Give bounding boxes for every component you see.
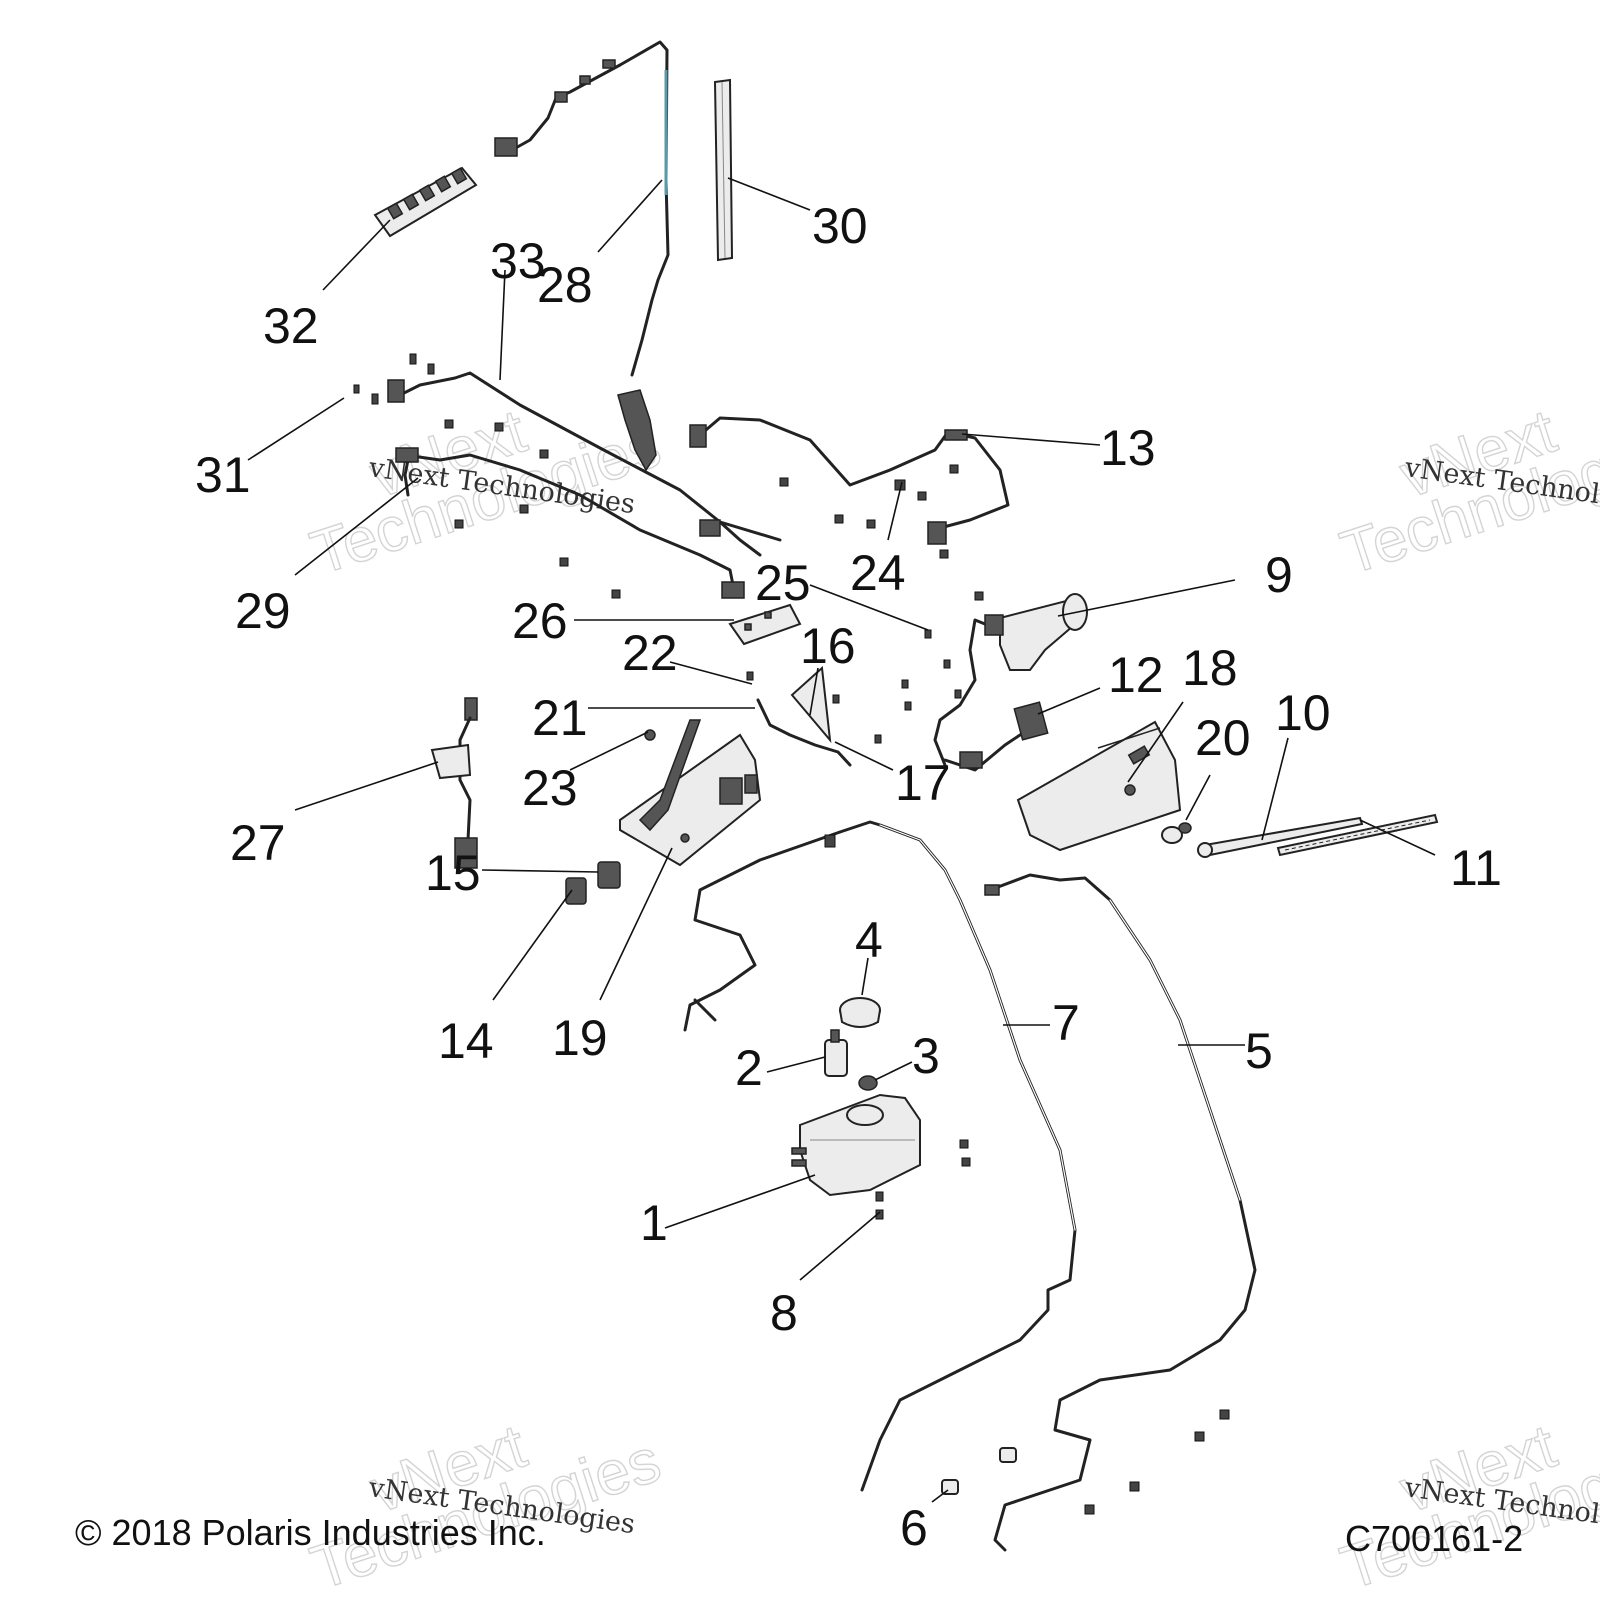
callout-6: 6 [900,1500,928,1556]
callout-31: 31 [195,447,251,503]
part-15-switch [597,861,621,889]
callout-33: 33 [490,233,546,289]
callout-15: 15 [425,845,481,901]
callout-19: 19 [552,1010,608,1066]
part-7-washer-hose [683,820,1077,1492]
callout-numbers: 1 2 3 4 5 6 7 8 9 10 11 12 13 14 15 16 1… [195,198,1502,1556]
callout-18: 18 [1182,640,1238,696]
part-6-grommet [941,1447,1017,1495]
part-29-harness [395,447,745,599]
part-14-switch [565,877,587,905]
fasteners [353,353,1230,1515]
part-2-washer-pump [824,1029,848,1077]
part-4-reservoir-cap [839,997,881,1028]
part-11-wiper-blade [1276,813,1439,857]
part-23-clip [638,719,702,832]
callout-16: 16 [800,618,856,674]
callout-12: 12 [1108,647,1164,703]
part-3-grommet [858,1075,878,1091]
part-17-wire [756,698,852,767]
leader-lines [247,177,1436,1503]
callout-1: 1 [640,1195,668,1251]
callout-2: 2 [735,1040,763,1096]
diagram-code: C700161-2 [1345,1518,1524,1559]
callout-25: 25 [755,555,811,611]
callout-5: 5 [1245,1023,1273,1079]
part-1-reservoir [791,1093,921,1197]
callout-3: 3 [912,1028,940,1084]
callout-11: 11 [1450,840,1502,896]
callout-10: 10 [1275,685,1331,741]
callout-26: 26 [512,593,568,649]
copyright-notice: © 2018 Polaris Industries Inc. [75,1512,546,1553]
part-20-cap [1161,822,1192,844]
part-5-washer-hose [984,873,1257,1552]
part-19-left-panel [619,733,762,867]
callout-13: 13 [1100,420,1156,476]
callout-27: 27 [230,815,286,871]
part-32-switch-panel [373,166,478,238]
callout-28: 28 [537,257,593,313]
part-18-right-panel [1016,720,1182,852]
callout-8: 8 [770,1285,798,1341]
callout-32: 32 [263,298,319,354]
callout-29: 29 [235,583,291,639]
part-26-module [728,603,802,646]
callout-21: 21 [532,690,588,746]
part-12-connector [943,701,1049,772]
callout-9: 9 [1265,547,1293,603]
callout-14: 14 [438,1013,494,1069]
callout-22: 22 [622,625,678,681]
callout-30: 30 [812,198,868,254]
callout-17: 17 [895,755,951,811]
callout-23: 23 [522,760,578,816]
part-28-roof-harness [494,40,670,472]
part-30-trim-strip [713,78,734,262]
part-27-harness-connector [430,697,478,869]
callout-4: 4 [855,912,883,968]
part-16-triangle-panel [790,665,832,744]
callout-24: 24 [850,545,906,601]
callout-7: 7 [1052,995,1080,1051]
part-10-wiper-arm [1197,816,1364,858]
callout-20: 20 [1195,710,1251,766]
